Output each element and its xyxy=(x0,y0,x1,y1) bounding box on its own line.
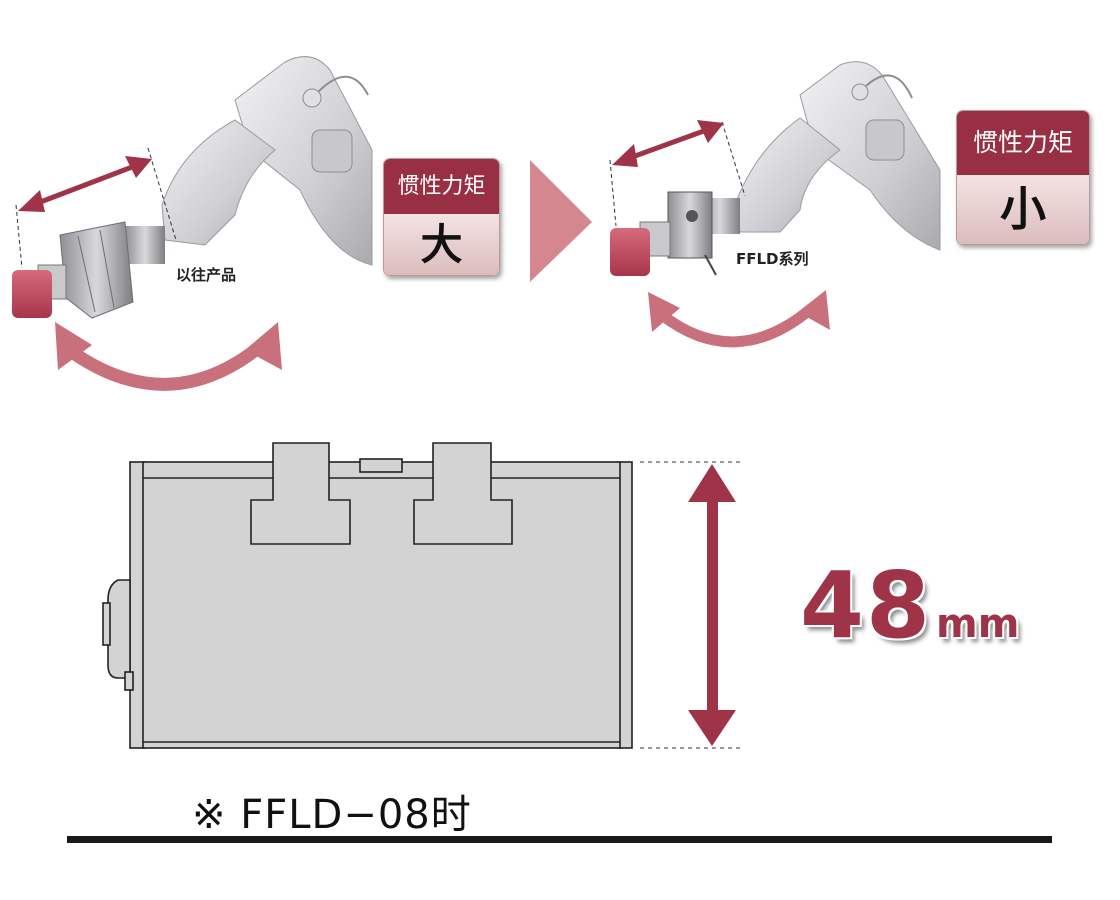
inertia-badge-small: 惯性力矩 小 xyxy=(956,110,1090,245)
right-length-arrow xyxy=(612,120,724,167)
inertia-badge-title: 惯性力矩 xyxy=(957,111,1089,175)
left-dashed-guide-1 xyxy=(15,204,23,269)
left-robot-arm xyxy=(125,56,373,266)
divider-line xyxy=(67,836,1052,843)
robot-comparison-illustration xyxy=(12,56,941,391)
right-rotation-arrow xyxy=(648,290,830,348)
inertia-badge-large: 惯性力矩 大 xyxy=(383,158,500,276)
left-dashed-guide-2 xyxy=(147,147,177,241)
left-rotation-arrow xyxy=(55,322,282,391)
dimension-number: 48 xyxy=(800,552,933,659)
right-ffld-device xyxy=(639,191,717,276)
height-dimension-arrow xyxy=(688,464,736,746)
left-gripper xyxy=(12,270,52,318)
inertia-badge-title: 惯性力矩 xyxy=(384,159,499,214)
ffld-device-outline xyxy=(102,442,633,749)
dimension-unit: mm xyxy=(936,601,1020,647)
transition-arrow xyxy=(530,160,592,282)
right-gripper xyxy=(610,228,650,276)
right-dashed-guide-1 xyxy=(609,159,617,227)
right-dashed-guide-2 xyxy=(721,121,746,197)
left-conventional-device xyxy=(37,221,134,319)
inertia-badge-value: 大 xyxy=(384,214,499,275)
right-robot-arm xyxy=(700,61,941,251)
model-note: ※ FFLD−08时 xyxy=(192,792,472,838)
conventional-product-label: 以往产品 xyxy=(176,266,237,284)
left-length-arrow xyxy=(18,156,152,212)
inertia-badge-value: 小 xyxy=(957,175,1089,244)
ffld-series-label: FFLD系列 xyxy=(736,250,809,268)
